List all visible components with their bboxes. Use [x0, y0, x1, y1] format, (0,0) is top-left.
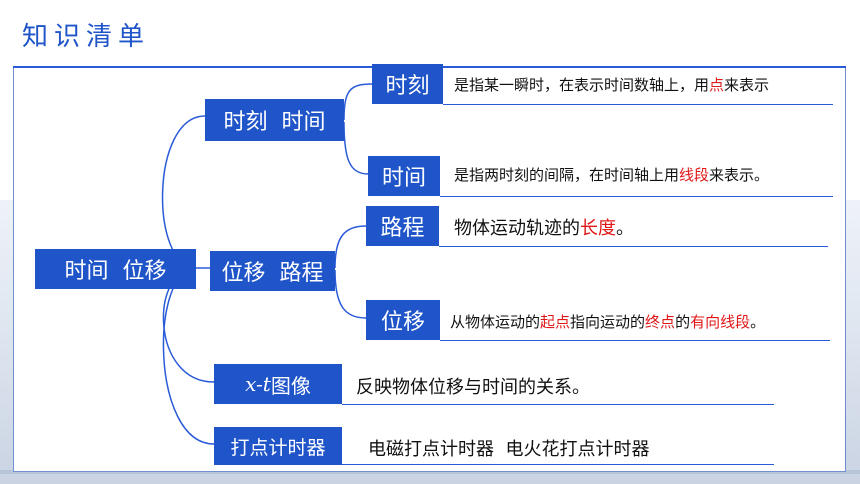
connector-displacement-path-path	[334, 225, 367, 269]
underline-moment	[443, 104, 833, 105]
node-displacement-path: 位移 路程	[210, 251, 335, 291]
node-root: 时间 位移	[35, 249, 196, 289]
node-moment-time: 时刻 时间	[205, 99, 344, 141]
node-timer-label: 打点计时器	[230, 436, 326, 459]
desc-displacement-text-2: 指向运动的	[570, 313, 646, 331]
underline-timer	[342, 464, 774, 465]
desc-displacement-text-1: 从物体运动的	[450, 313, 541, 331]
node-moment: 时刻	[372, 64, 443, 104]
desc-moment-text-2: 来表示	[724, 76, 770, 94]
node-displacement-path-label: 位移 路程	[221, 261, 324, 286]
desc-interval-text-1: 是指两时刻的间隔，在时间轴上用	[454, 166, 680, 184]
desc-displacement-text-3: 的	[675, 313, 691, 331]
node-interval-label: 时间	[381, 166, 426, 191]
connector-root-moment-time	[161, 115, 206, 269]
desc-interval: 是指两时刻的间隔，在时间轴上用线段来表示。	[454, 164, 769, 185]
desc-displacement-text-4: 。	[750, 313, 766, 331]
page-title: 知识清单	[22, 22, 151, 52]
desc-path-text-2: 。	[616, 218, 634, 239]
desc-displacement-highlight-1: 起点	[540, 313, 571, 331]
desc-path: 物体运动轨迹的长度。	[454, 214, 634, 240]
desc-moment-highlight: 点	[709, 76, 725, 94]
underline-path	[439, 246, 828, 247]
node-moment-time-label: 时刻 时间	[223, 110, 326, 135]
desc-interval-highlight: 线段	[679, 166, 710, 184]
node-moment-label: 时刻	[385, 74, 430, 99]
desc-xt-graph: 反映物体位移与时间的关系。	[356, 377, 590, 398]
connector-root-timer	[162, 267, 215, 445]
underline-interval	[440, 196, 833, 197]
connector-displacement-path-displacement	[334, 269, 367, 319]
desc-displacement-highlight-2: 终点	[645, 313, 676, 331]
connector-moment-time-interval	[343, 121, 369, 175]
node-xt-graph-variable: x-t	[245, 372, 271, 396]
node-interval: 时间	[368, 156, 440, 196]
node-path-label: 路程	[380, 216, 425, 241]
node-root-label: 时间 位移	[64, 259, 167, 284]
node-xt-graph-label: 图像	[270, 373, 311, 398]
connector-moment-time-moment	[343, 83, 373, 121]
desc-moment-text-1: 是指某一瞬时，在表示时间数轴上，用	[454, 76, 710, 94]
background-rail	[0, 470, 860, 474]
node-path: 路程	[366, 206, 439, 246]
node-timer: 打点计时器	[214, 427, 342, 465]
desc-moment: 是指某一瞬时，在表示时间数轴上，用点来表示	[454, 74, 769, 95]
desc-displacement-highlight-3: 有向线段	[690, 313, 751, 331]
desc-timer: 电磁打点计时器 电火花打点计时器	[368, 439, 650, 460]
node-displacement-label: 位移	[380, 310, 425, 335]
node-displacement: 位移	[366, 300, 440, 340]
desc-path-highlight: 长度	[580, 218, 616, 239]
underline-xt-graph	[342, 404, 774, 405]
underline-displacement	[440, 340, 830, 341]
desc-path-text-1: 物体运动轨迹的	[454, 218, 580, 239]
desc-interval-text-2: 来表示。	[709, 166, 770, 184]
desc-displacement: 从物体运动的起点指向运动的终点的有向线段。	[450, 311, 765, 332]
